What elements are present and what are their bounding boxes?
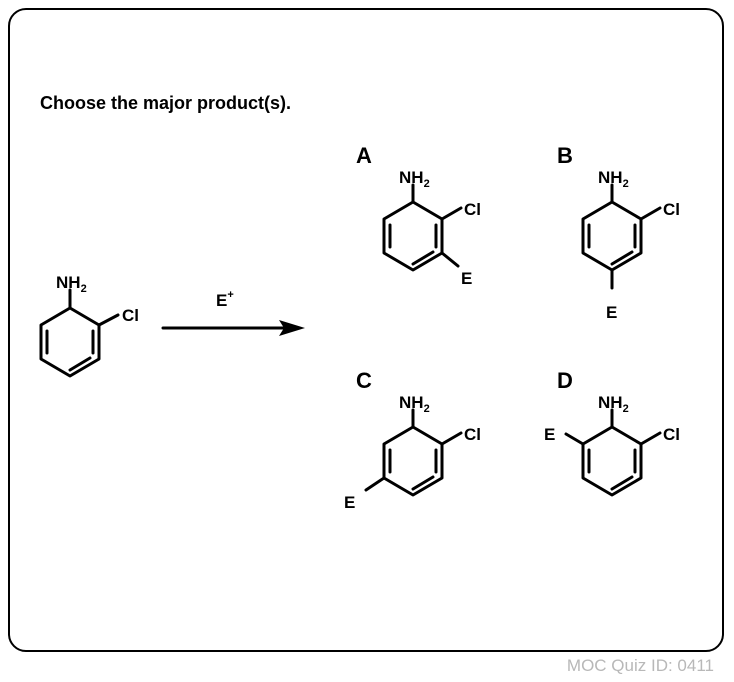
option-b-chloro: Cl [663, 200, 680, 219]
option-d-amine: NH2 [598, 393, 629, 415]
reagent-label: E+ [216, 289, 234, 310]
starting-material [39, 288, 120, 378]
option-a-structure [382, 183, 463, 272]
option-b-amine: NH2 [598, 168, 629, 190]
option-d-electrophile: E [544, 425, 555, 444]
option-c-chloro: Cl [464, 425, 481, 444]
chloro-label: Cl [122, 306, 139, 325]
option-c-amine: NH2 [399, 393, 430, 415]
option-a-chloro: Cl [464, 200, 481, 219]
option-d-chloro: Cl [663, 425, 680, 444]
option-d-structure [564, 408, 662, 497]
question-prompt: Choose the major product(s). [40, 93, 292, 113]
option-a-letter: A [356, 143, 372, 168]
option-c-letter: C [356, 368, 372, 393]
quiz-card [8, 8, 724, 652]
option-b-letter: B [557, 143, 573, 168]
quiz-id-footer: MOC Quiz ID: 0411 [566, 656, 714, 675]
option-c-structure [364, 408, 463, 497]
reaction-arrow [161, 320, 305, 336]
option-b-electrophile: E [606, 303, 617, 322]
option-d-letter: D [557, 368, 573, 393]
option-c-electrophile: E [344, 493, 355, 512]
option-a-amine: NH2 [399, 168, 430, 190]
option-b-structure [581, 183, 662, 290]
option-a-electrophile: E [461, 269, 472, 288]
amine-label: NH2 [56, 273, 87, 295]
